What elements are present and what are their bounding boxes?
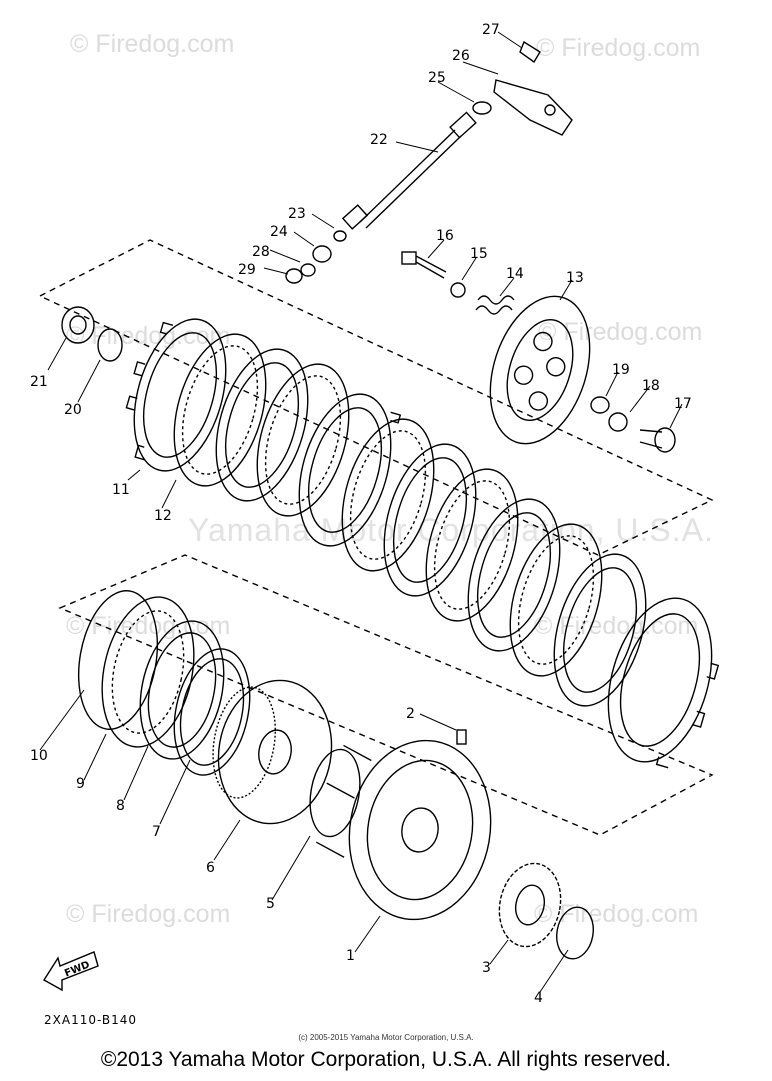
boss-6 [212,679,333,825]
assembly-outline-lower [58,554,714,836]
part-number: 15 [470,246,488,262]
seal-25 [472,101,492,115]
leader-lines [39,31,683,993]
plate-stack [125,318,720,769]
bolt-16 [401,251,447,279]
washer-18 [608,412,628,432]
part-number: 3 [482,960,491,976]
thrust-plate-5 [309,748,361,838]
part-number: 20 [64,402,82,418]
part-number: 7 [152,824,161,840]
part-number: 10 [30,748,48,764]
damper-7 [173,648,251,776]
washer-15 [450,282,466,298]
bearing-24 [312,245,332,263]
part-number: 21 [30,374,48,390]
part-number-labels: 1 2 3 4 5 6 7 8 9 10 11 12 13 14 15 16 1… [30,22,692,1006]
part-number: 28 [252,244,270,260]
part-number: 9 [76,776,85,792]
watermark-firedog: © Firedog.com [66,900,231,928]
part-number: 8 [116,798,125,814]
lock-washer-20 [97,328,123,362]
pin-27 [519,40,541,64]
part-number: 13 [566,270,584,286]
part-number: 19 [612,362,630,378]
circlip-4 [556,906,594,960]
part-number: 11 [112,482,130,498]
small-copyright: (c) 2005-2015 Yamaha Motor Corporation, … [298,1033,474,1042]
part-number: 4 [534,990,543,1006]
copyright-notice: ©2013 Yamaha Motor Corporation, U.S.A. A… [100,1048,672,1071]
watermark-firedog: © Firedog.com [534,612,699,640]
part-number: 16 [436,228,454,244]
watermark-firedog: © Firedog.com [534,900,699,928]
part-number: 14 [506,266,524,282]
nut-21 [61,306,95,344]
part-number: 22 [370,132,388,148]
part-number: 26 [452,48,470,64]
watermark-firedog: © Firedog.com [538,318,703,346]
washer-28 [300,263,316,277]
spring-14 [475,295,515,315]
part-number: 25 [428,70,446,86]
part-number: 1 [346,948,355,964]
bolt-17 [639,427,676,453]
part-number: 29 [238,262,256,278]
plate-8 [139,620,225,760]
nut-29 [285,268,303,284]
circlip-10 [77,590,159,730]
part-number: 5 [266,896,275,912]
watermark-firedog: © Firedog.com [70,30,235,58]
diagram-code: 2XA110-B140 [44,1013,138,1027]
part-number: 2 [406,706,415,722]
washer-23 [333,230,347,242]
spacer-2 [456,729,467,745]
push-rod-22 [341,111,477,230]
part-number: 18 [642,378,660,394]
gear-3 [498,862,562,948]
fwd-arrow-icon [43,951,99,992]
washer-19 [590,396,610,414]
part-number: 23 [288,206,306,222]
part-number: 17 [674,396,692,412]
pressure-plate [489,295,591,445]
part-number: 27 [482,22,500,38]
part-number: 24 [270,224,288,240]
clutch-housing-1 [315,739,492,921]
assembly-outline-upper [38,239,714,556]
lever-26 [493,79,573,136]
part-number: 12 [154,508,172,524]
part-number: 6 [206,860,215,876]
watermark-firedog: © Firedog.com [536,34,701,62]
